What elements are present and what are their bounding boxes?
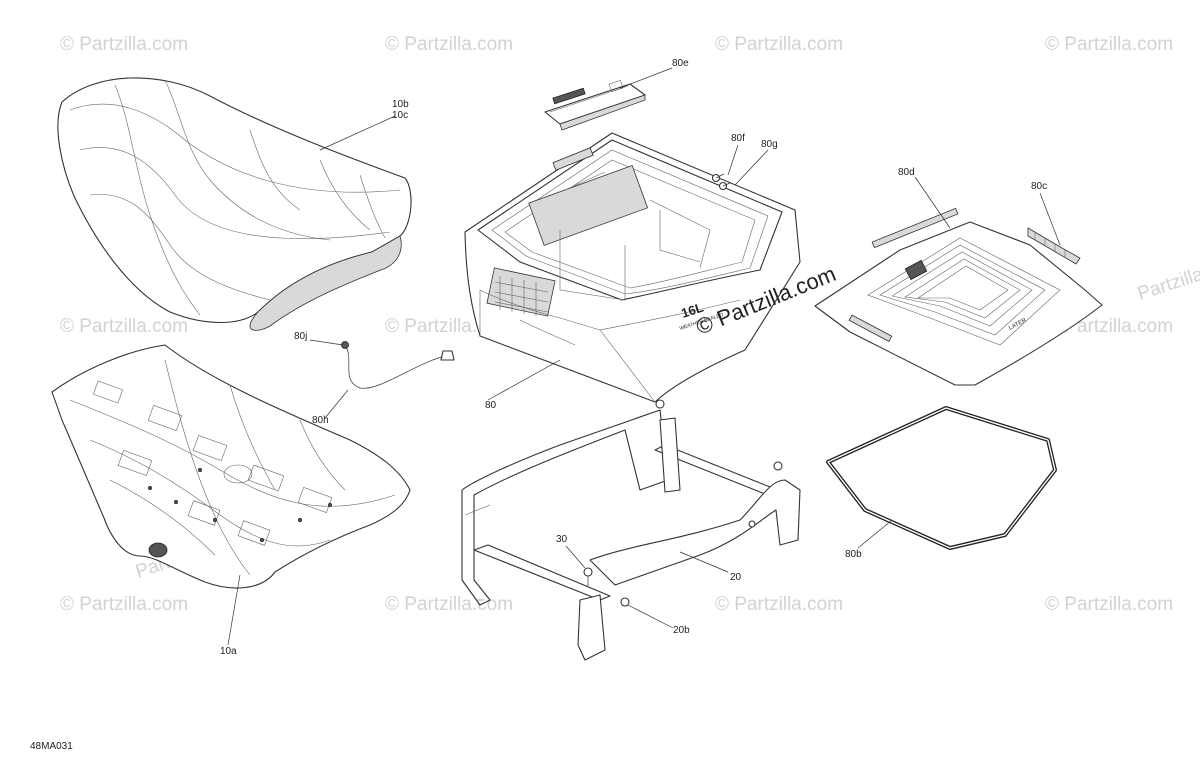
watermark-tilted: Partzilla.com [1135,251,1200,305]
watermark: © Partzilla.com [1045,594,1173,615]
callout-80b: 80b [845,549,862,560]
callout-30: 30 [556,534,568,545]
callout-80f: 80f [731,133,745,144]
storage-box: 16L WEATHER SEALED [464,132,801,403]
callout-10c: 10c [392,110,408,121]
diagram-code: 48MA031 [30,741,73,752]
gasket [826,406,1057,550]
callout-80: 80 [485,400,497,411]
callout-80c: 80c [1031,181,1047,192]
latch-cover [544,79,646,131]
seat-cushion [57,77,412,331]
watermark: © Partzilla.com [385,594,513,615]
callout-10b: 10b [392,99,409,110]
frame [461,399,801,661]
watermark: © Partzilla.com [60,594,188,615]
watermark: © Partzilla.com [60,316,188,337]
nut [620,597,630,607]
callout-80d: 80d [898,167,915,178]
callout-80j: 80j [294,331,307,342]
watermark: © Partzilla.com [715,34,843,55]
screw [718,181,731,191]
seat-base [51,344,411,589]
callout-80h: 80h [312,415,329,426]
box-capacity-label: 16L [679,300,705,321]
leader-lines [227,67,1061,646]
callout-10a: 10a [220,646,237,657]
screw [711,173,725,183]
callout-80g: 80g [761,139,778,150]
watermark: © Partzilla.com [1045,34,1173,55]
bolt [583,567,593,586]
callout-20: 20 [730,572,742,583]
watermark: © Partzilla.com [60,34,188,55]
diamond-mat: LATER [814,207,1103,386]
callout-20b: 20b [673,625,690,636]
watermark: © Partzilla.com [715,594,843,615]
watermark: © Partzilla.com [385,34,513,55]
callout-labels: 10b 10c 10a 80e 80f 80g 80d 80c 80j 80h … [220,58,1047,657]
cable [341,341,455,389]
clip [1027,227,1081,265]
callout-80e: 80e [672,58,689,69]
